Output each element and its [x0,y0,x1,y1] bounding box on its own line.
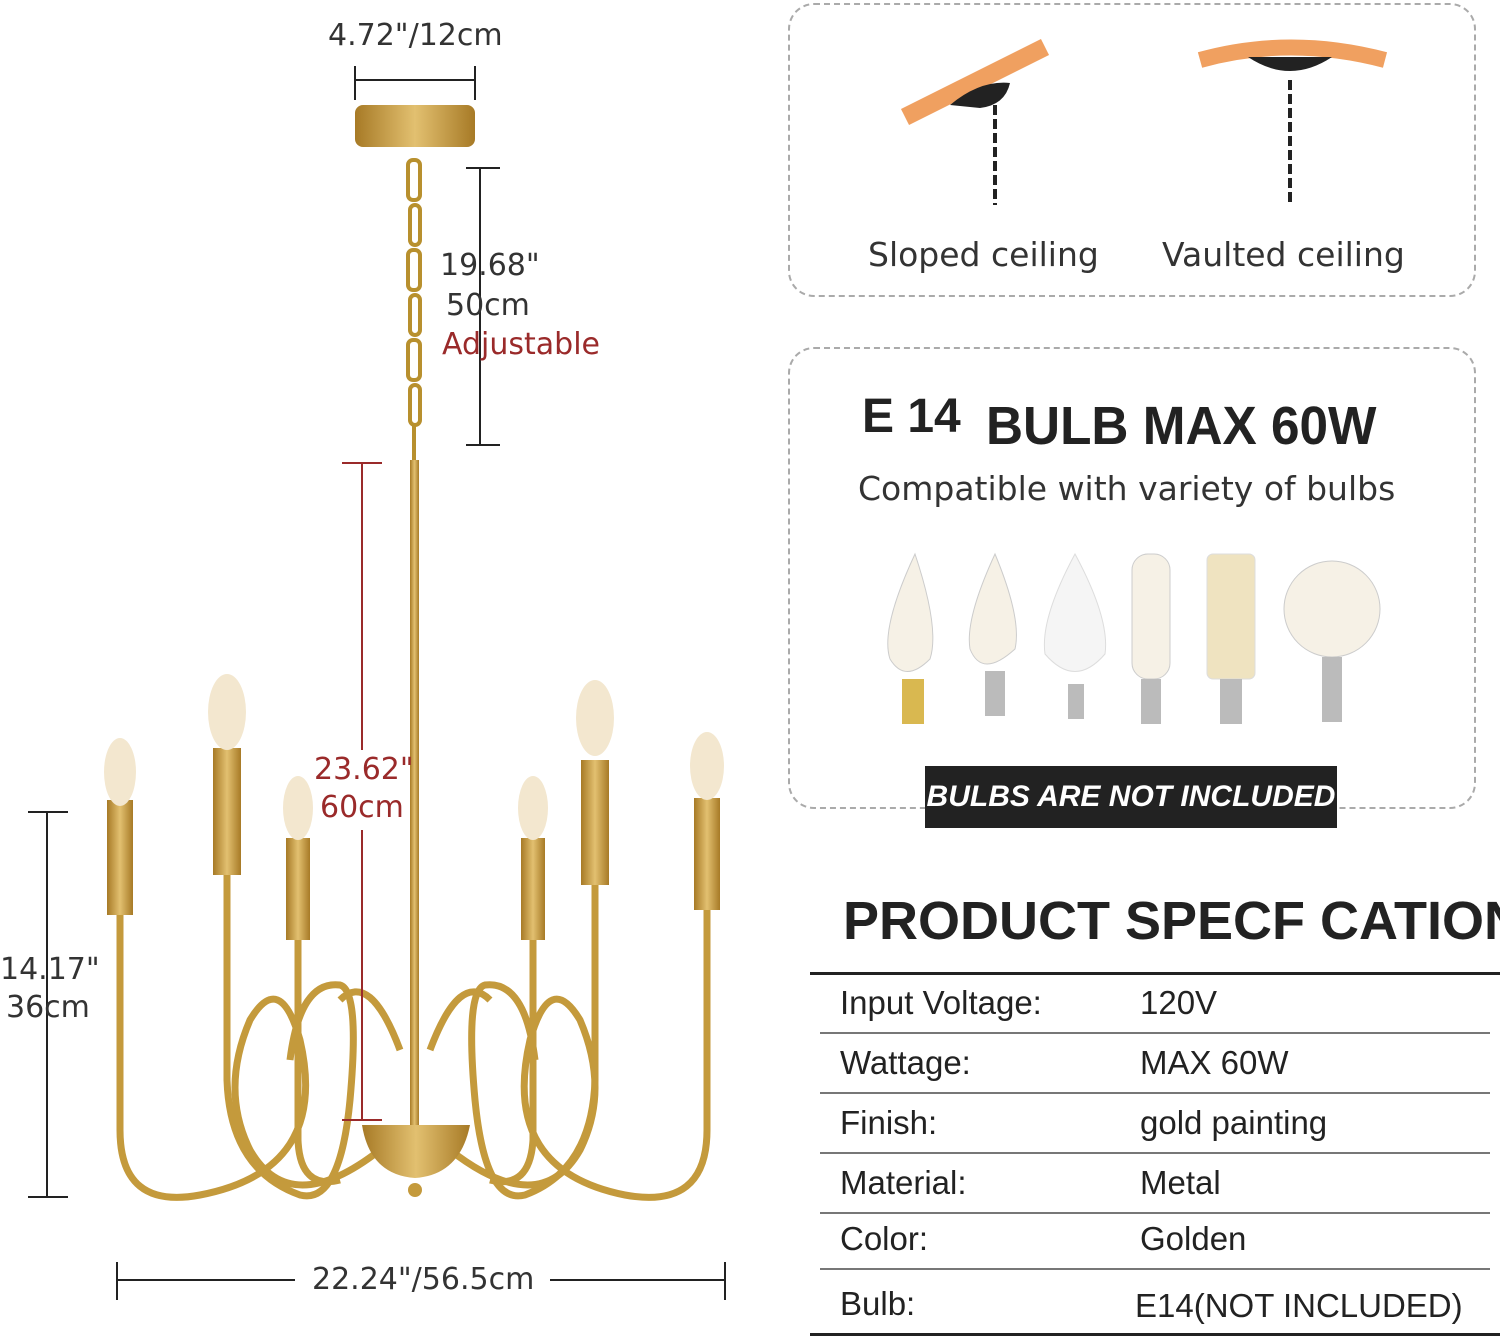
vaulted-ceiling-label: Vaulted ceiling [1162,235,1405,274]
spec-label: Color: [840,1220,929,1257]
spec-value: Metal [1140,1164,1221,1201]
ceiling-compatibility-panel: Sloped ceiling Vaulted ceiling [788,3,1476,297]
rod-length-cm: 60cm [320,790,404,825]
canopy [355,105,475,147]
spec-row: Bulb: E14(NOT INCLUDED) [810,1270,1500,1336]
bulb-socket-value: E14 [1135,1287,1194,1324]
spec-label: Input Voltage: [840,984,1042,1021]
sloped-ceiling-icon [900,38,1050,205]
rod-length-in: 23.62" [314,752,414,787]
rod-dimension-line [342,462,382,1121]
spec-top-rule [810,972,1500,975]
chandelier-illustration [28,66,726,1300]
bulbs-not-included-badge: BULBS ARE NOT INCLUDED [925,766,1337,828]
chain-length-cm: 50cm [446,288,530,323]
bulb-compat-text: Compatible with variety of bulbs [858,469,1396,508]
spec-row: Finish: gold painting [820,1094,1490,1154]
frosted-bulb-icon [1043,552,1107,719]
candles [104,674,724,940]
bulb-types-illustration [887,552,1381,724]
flame-tip-bulb-icon [887,552,934,724]
spec-value: Golden [1140,1220,1247,1257]
spec-value: E14(NOT INCLUDED) [1135,1287,1463,1325]
bulb-panel: E 14 BULB MAX 60W Compatible with variet… [788,347,1476,809]
height-cm: 36cm [6,990,90,1025]
rod [410,460,419,1125]
tubular-bulb-icon [1131,553,1171,724]
candle-bulb-icon [968,552,1017,716]
width-label: 22.24"/56.5cm [312,1262,535,1297]
bulb-max-title: BULB MAX 60W [986,396,1377,456]
socket-type: E 14 [862,390,961,443]
chain-adjustable-note: Adjustable [442,327,600,362]
spec-row: Wattage: MAX 60W [820,1034,1490,1094]
canopy-width-label: 4.72"/12cm [328,18,503,53]
spec-label: Finish: [840,1104,938,1141]
spec-label: Material: [840,1164,967,1201]
spec-value: 120V [1140,984,1218,1021]
spec-value: gold painting [1140,1104,1328,1141]
spec-row: Material: Metal [820,1154,1490,1214]
spec-label: Bulb: [840,1285,916,1322]
led-corn-bulb-icon [1206,553,1256,724]
bowl [362,1125,470,1178]
spec-value: MAX 60W [1140,1044,1289,1081]
spec-title: PRODUCT SPECF CATION [843,891,1500,951]
spec-label: Wattage: [840,1044,971,1081]
height-in: 14.17" [0,952,100,987]
chain [406,158,422,462]
sloped-ceiling-label: Sloped ceiling [868,235,1099,274]
ceiling-icons [900,38,1388,205]
arms [116,875,711,1201]
chain-length-in: 19.68" [440,248,540,283]
bulb-note-value: (NOT INCLUDED) [1193,1287,1463,1324]
vaulted-ceiling-icon [1197,39,1388,205]
spec-row: Color: Golden [820,1214,1490,1270]
globe-bulb-icon [1283,560,1381,722]
spec-row: Input Voltage: 120V [820,974,1490,1034]
dimension-lines [28,66,726,1300]
